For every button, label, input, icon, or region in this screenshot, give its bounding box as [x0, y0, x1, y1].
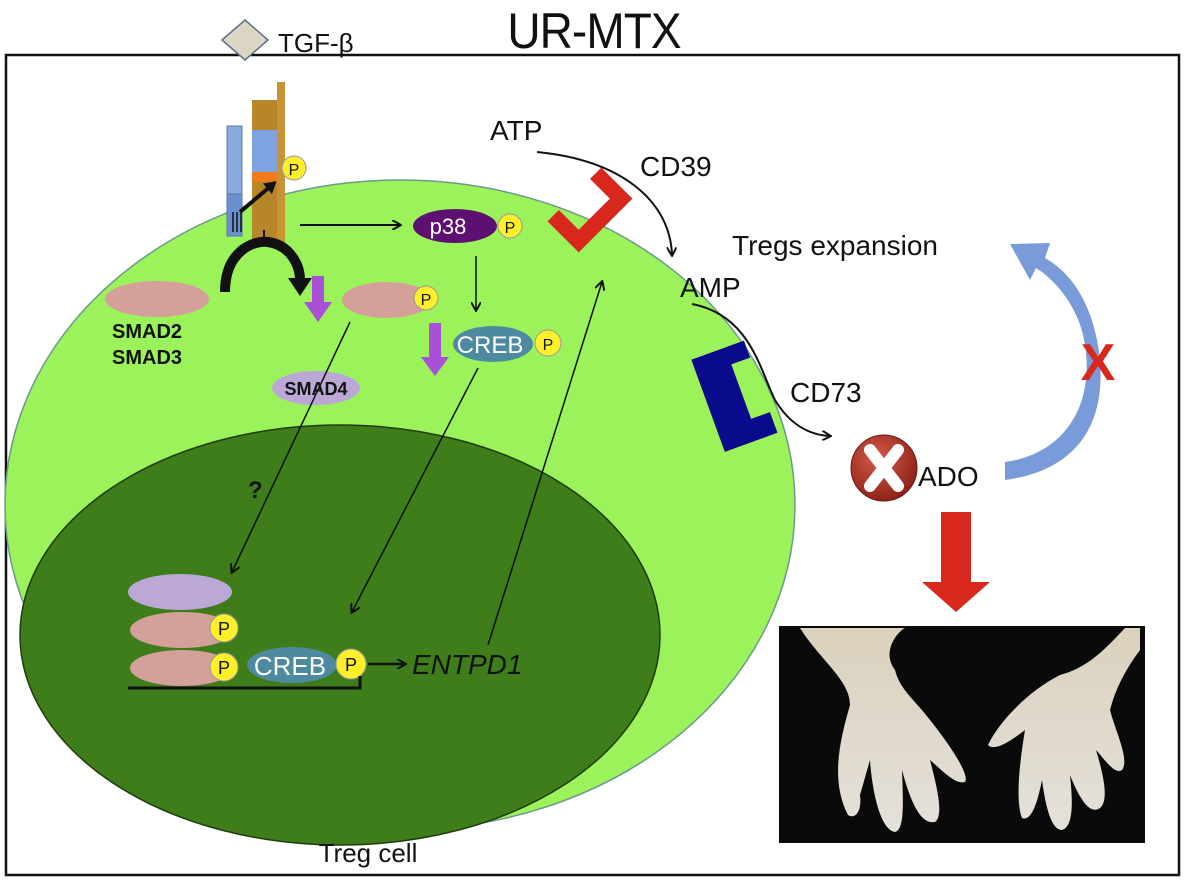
- creb-label: CREB: [457, 332, 524, 359]
- p38: [413, 209, 497, 243]
- phospho-smad: [342, 282, 432, 318]
- phospho-label: P: [218, 619, 230, 639]
- entpd1-label: ENTPD1: [412, 649, 522, 680]
- blue-feedback-arrow: [1005, 243, 1101, 480]
- purple-arrow-smad: [304, 276, 332, 322]
- phospho-label: P: [218, 658, 230, 678]
- cd39-label: CD39: [640, 151, 712, 182]
- smad2-smad3-complex: [105, 281, 209, 317]
- question-mark: ?: [248, 477, 263, 504]
- arrow-atp-amp: [536, 151, 672, 255]
- block-x-mark: X: [1081, 334, 1116, 392]
- phospho-label: P: [421, 292, 432, 309]
- smad2-label: SMAD2: [112, 321, 182, 343]
- tgf-beta-label: TGF-β: [278, 28, 354, 58]
- purple-arrow-creb: [421, 323, 449, 376]
- red-down-arrow: [922, 512, 990, 612]
- phospho-badge: [281, 155, 307, 181]
- smad3-label: SMAD3: [112, 347, 182, 369]
- tregs-expansion-label: Tregs expansion: [732, 230, 938, 261]
- atp-label: ATP: [490, 115, 542, 146]
- p38-label: p38: [430, 214, 467, 239]
- creb-nucleus-label: CREB: [254, 651, 326, 681]
- tgf-beta-receptor: P: [220, 19, 312, 296]
- arrow-creb-nucleus: [352, 367, 479, 612]
- cell-label: Treg cell: [319, 838, 418, 868]
- nucleus: [19, 424, 661, 846]
- smad4-label: SMAD4: [284, 379, 347, 399]
- arrow-entpd1-cd39: [487, 282, 602, 646]
- treg-cell: [4, 179, 796, 846]
- figure-frame: [4, 53, 1181, 877]
- tgf-beta-ligand: [220, 19, 270, 61]
- cd73-label: CD73: [790, 377, 862, 408]
- figure-title: UR-MTX: [507, 3, 681, 59]
- x-circle-icon: [850, 434, 918, 502]
- phospho-label: P: [543, 337, 554, 354]
- nuclear-complex: P P CREB P: [128, 574, 367, 690]
- amp-label: AMP: [680, 272, 741, 303]
- arrow-smad-nucleus: [232, 321, 351, 572]
- dna-strand: [128, 676, 362, 690]
- smad-recruit-arrow: [220, 236, 305, 293]
- rheumatoid-hands-photo: [779, 626, 1145, 843]
- phospho-label: P: [345, 655, 357, 675]
- phospho-label: P: [289, 162, 300, 179]
- arrow-amp-ado: [691, 303, 830, 436]
- smad4: [272, 371, 360, 405]
- phospho-label: P: [505, 220, 516, 237]
- cd73-enzyme: [691, 340, 778, 452]
- cd39-enzyme: [547, 167, 633, 253]
- creb: [453, 326, 533, 362]
- ado-label: ADO: [918, 461, 979, 492]
